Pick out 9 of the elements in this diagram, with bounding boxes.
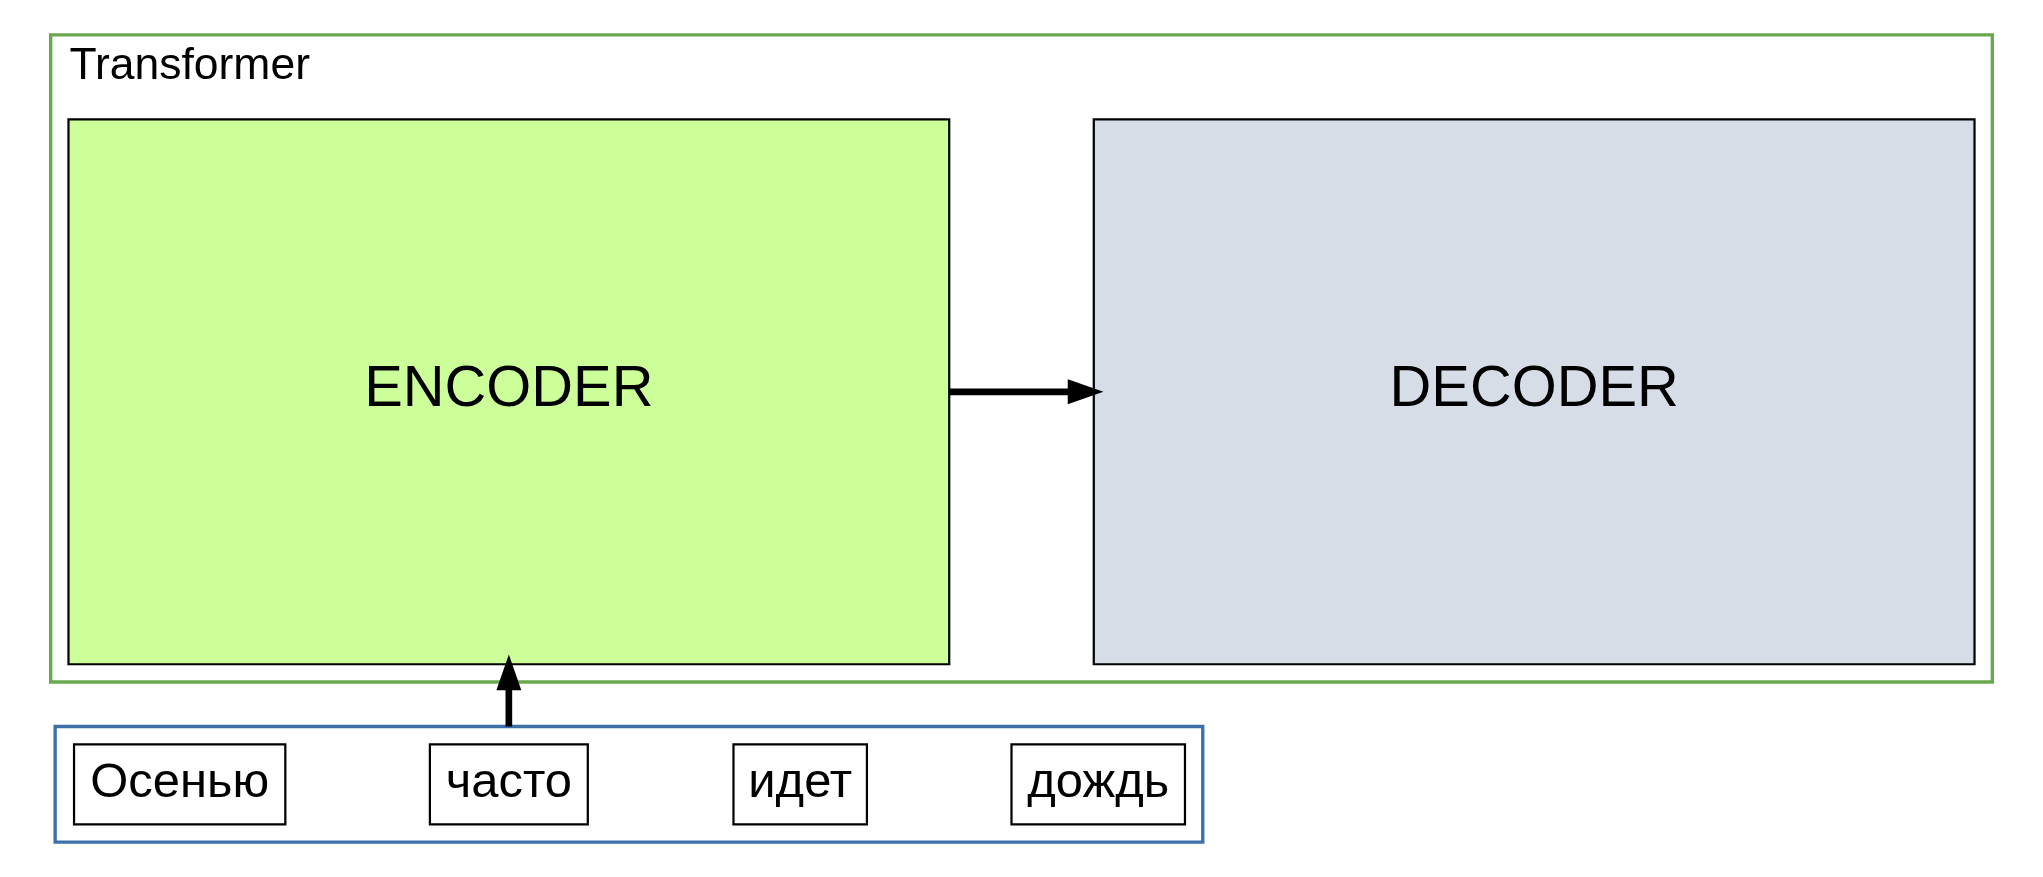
arrow: [949, 379, 1104, 405]
node-box: идет: [732, 743, 869, 826]
node-box: дождь: [1010, 743, 1187, 826]
node-box: DECODER: [1092, 118, 1976, 666]
cluster: [53, 724, 1205, 844]
node-box: ENCODER: [67, 118, 951, 666]
arrow: [496, 654, 522, 727]
node-box: часто: [428, 743, 589, 826]
node-box: Осенью: [72, 743, 287, 826]
